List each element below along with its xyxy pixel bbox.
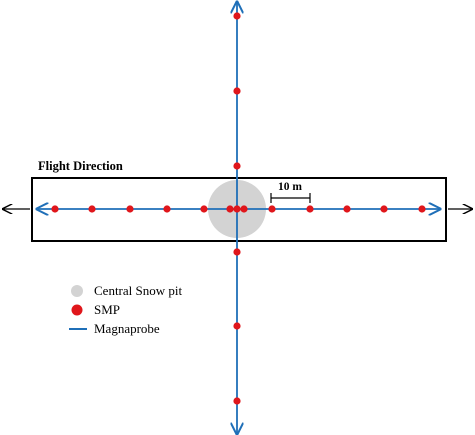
smp-point bbox=[240, 205, 248, 213]
smp-point bbox=[163, 205, 171, 213]
smp-point bbox=[418, 205, 426, 213]
legend-smp-swatch bbox=[71, 304, 83, 316]
smp-point bbox=[233, 397, 241, 405]
legend-pit-swatch bbox=[71, 285, 83, 297]
smp-point bbox=[306, 205, 314, 213]
smp-point bbox=[88, 205, 96, 213]
smp-points-vertical bbox=[233, 12, 241, 405]
legend: Central Snow pit SMP Magnaprobe bbox=[69, 283, 182, 336]
smp-point bbox=[233, 205, 241, 213]
smp-point bbox=[200, 205, 208, 213]
smp-point bbox=[233, 12, 241, 20]
legend-smp-label: SMP bbox=[94, 302, 120, 317]
scale-bar-label: 10 m bbox=[278, 181, 302, 193]
legend-pit-label: Central Snow pit bbox=[94, 283, 182, 298]
smp-points-horizontal bbox=[51, 205, 426, 213]
smp-point bbox=[233, 162, 241, 170]
smp-point bbox=[233, 248, 241, 256]
smp-point bbox=[226, 205, 234, 213]
smp-point bbox=[233, 87, 241, 95]
smp-point bbox=[126, 205, 134, 213]
smp-point bbox=[380, 205, 388, 213]
smp-point bbox=[51, 205, 59, 213]
flight-direction-title: Flight Direction bbox=[38, 159, 123, 173]
legend-magnaprobe-label: Magnaprobe bbox=[94, 321, 160, 336]
smp-point bbox=[268, 205, 276, 213]
smp-point bbox=[343, 205, 351, 213]
smp-point bbox=[233, 322, 241, 330]
scale-bar bbox=[270, 193, 311, 203]
